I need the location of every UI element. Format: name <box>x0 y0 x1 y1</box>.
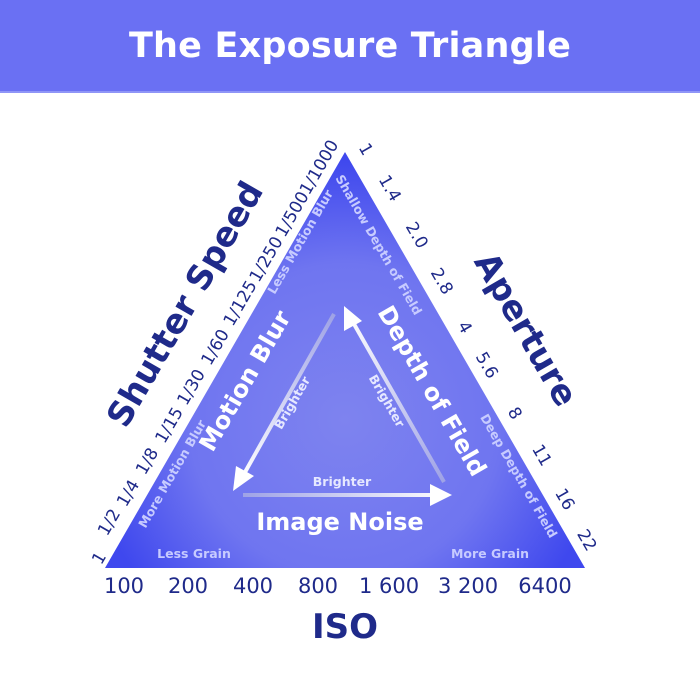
aperture-tick: 5.6 <box>471 349 502 382</box>
shutter-tick: 1/2 <box>94 506 125 540</box>
arrowhead-right-icon <box>430 484 452 506</box>
aperture-tick: 2.8 <box>426 265 457 298</box>
arrow-up-icon <box>352 323 446 483</box>
iso-tick: 1 600 <box>359 574 419 598</box>
title-banner: The Exposure Triangle <box>0 0 700 93</box>
aperture-title: Aperture <box>466 246 586 414</box>
arrowhead-up-icon <box>344 306 362 331</box>
exposure-triangle-shape <box>105 152 585 568</box>
more-grain-label: More Grain <box>451 546 529 561</box>
iso-tick: 400 <box>233 574 273 598</box>
iso-tick: 6400 <box>518 574 571 598</box>
shutter-tick: 1/4 <box>113 477 144 511</box>
iso-tick: 200 <box>168 574 208 598</box>
aperture-tick: 11 <box>527 441 555 470</box>
aperture-tick: 8 <box>503 404 526 423</box>
brighter-bottom-label: Brighter <box>313 474 372 489</box>
page-title: The Exposure Triangle <box>128 25 572 66</box>
aperture-tick: 1.4 <box>374 172 405 205</box>
inner-arrows <box>233 306 452 506</box>
image-noise-label: Image Noise <box>256 508 423 536</box>
iso-tick: 100 <box>104 574 144 598</box>
iso-tick: 3 200 <box>438 574 498 598</box>
shutter-tick: 1/8 <box>132 445 163 479</box>
arrowhead-down-left-icon <box>233 466 254 491</box>
aperture-tick: 16 <box>550 485 578 514</box>
aperture-tick: 4 <box>453 318 476 337</box>
less-grain-label: Less Grain <box>157 546 231 561</box>
aperture-tick: 1 <box>354 140 377 159</box>
iso-ticks: 100 200 400 800 1 600 3 200 6400 <box>104 574 572 598</box>
iso-title: ISO <box>312 607 378 647</box>
iso-tick: 800 <box>298 574 338 598</box>
aperture-tick: 2.0 <box>401 219 432 252</box>
arrow-down-left-icon <box>242 313 336 475</box>
aperture-tick: 22 <box>572 526 600 555</box>
